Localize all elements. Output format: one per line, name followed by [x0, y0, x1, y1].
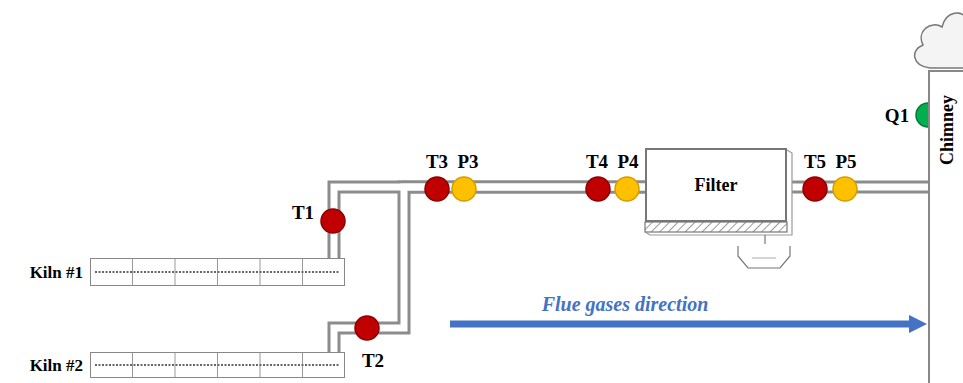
sensor-label: Q1 — [885, 106, 909, 125]
filter-box: Filter — [645, 148, 787, 222]
kiln-rollers — [95, 271, 340, 273]
temperature-sensor — [425, 177, 449, 201]
kiln-body: Kiln #1 — [90, 258, 345, 286]
sensor-label: T2 — [362, 351, 384, 370]
flow-arrow — [450, 321, 918, 328]
temperature-sensor — [355, 316, 379, 340]
kiln-label: Kiln #2 — [30, 357, 83, 374]
sensor-label: P4 — [617, 152, 638, 171]
kiln-rollers — [95, 364, 340, 366]
kiln-segment — [175, 258, 176, 286]
sensor-label: T4 — [586, 152, 608, 171]
flow-direction-label: Flue gases direction — [542, 294, 709, 314]
kiln-label: Kiln #1 — [30, 264, 83, 281]
kiln-segment — [132, 352, 133, 378]
chimney-label: Chimney — [938, 95, 956, 165]
sensor-label: T3 — [426, 152, 448, 171]
pressure-sensor — [615, 177, 639, 201]
smoke-cloud — [915, 13, 963, 68]
kiln-segment — [175, 352, 176, 378]
filter-label: Filter — [695, 175, 738, 196]
kiln-segments — [95, 258, 340, 378]
dust-hopper — [738, 246, 790, 268]
sensor-label: T5 — [804, 152, 826, 171]
chimney-stack: Chimney — [928, 70, 963, 383]
hopper-chute — [764, 235, 765, 244]
kiln-segment — [132, 258, 133, 286]
kiln-body: Kiln #2 — [90, 352, 345, 378]
sensor-label: P5 — [835, 152, 856, 171]
hopper-mark — [752, 258, 776, 259]
temperature-sensor — [586, 177, 610, 201]
pressure-sensor — [452, 177, 476, 201]
pressure-sensor — [833, 177, 857, 201]
temperature-sensor — [803, 177, 827, 201]
sensor-label: P3 — [457, 152, 478, 171]
temperature-sensor — [321, 209, 345, 233]
sensor-label: T1 — [292, 203, 314, 222]
filter-base — [645, 222, 787, 232]
